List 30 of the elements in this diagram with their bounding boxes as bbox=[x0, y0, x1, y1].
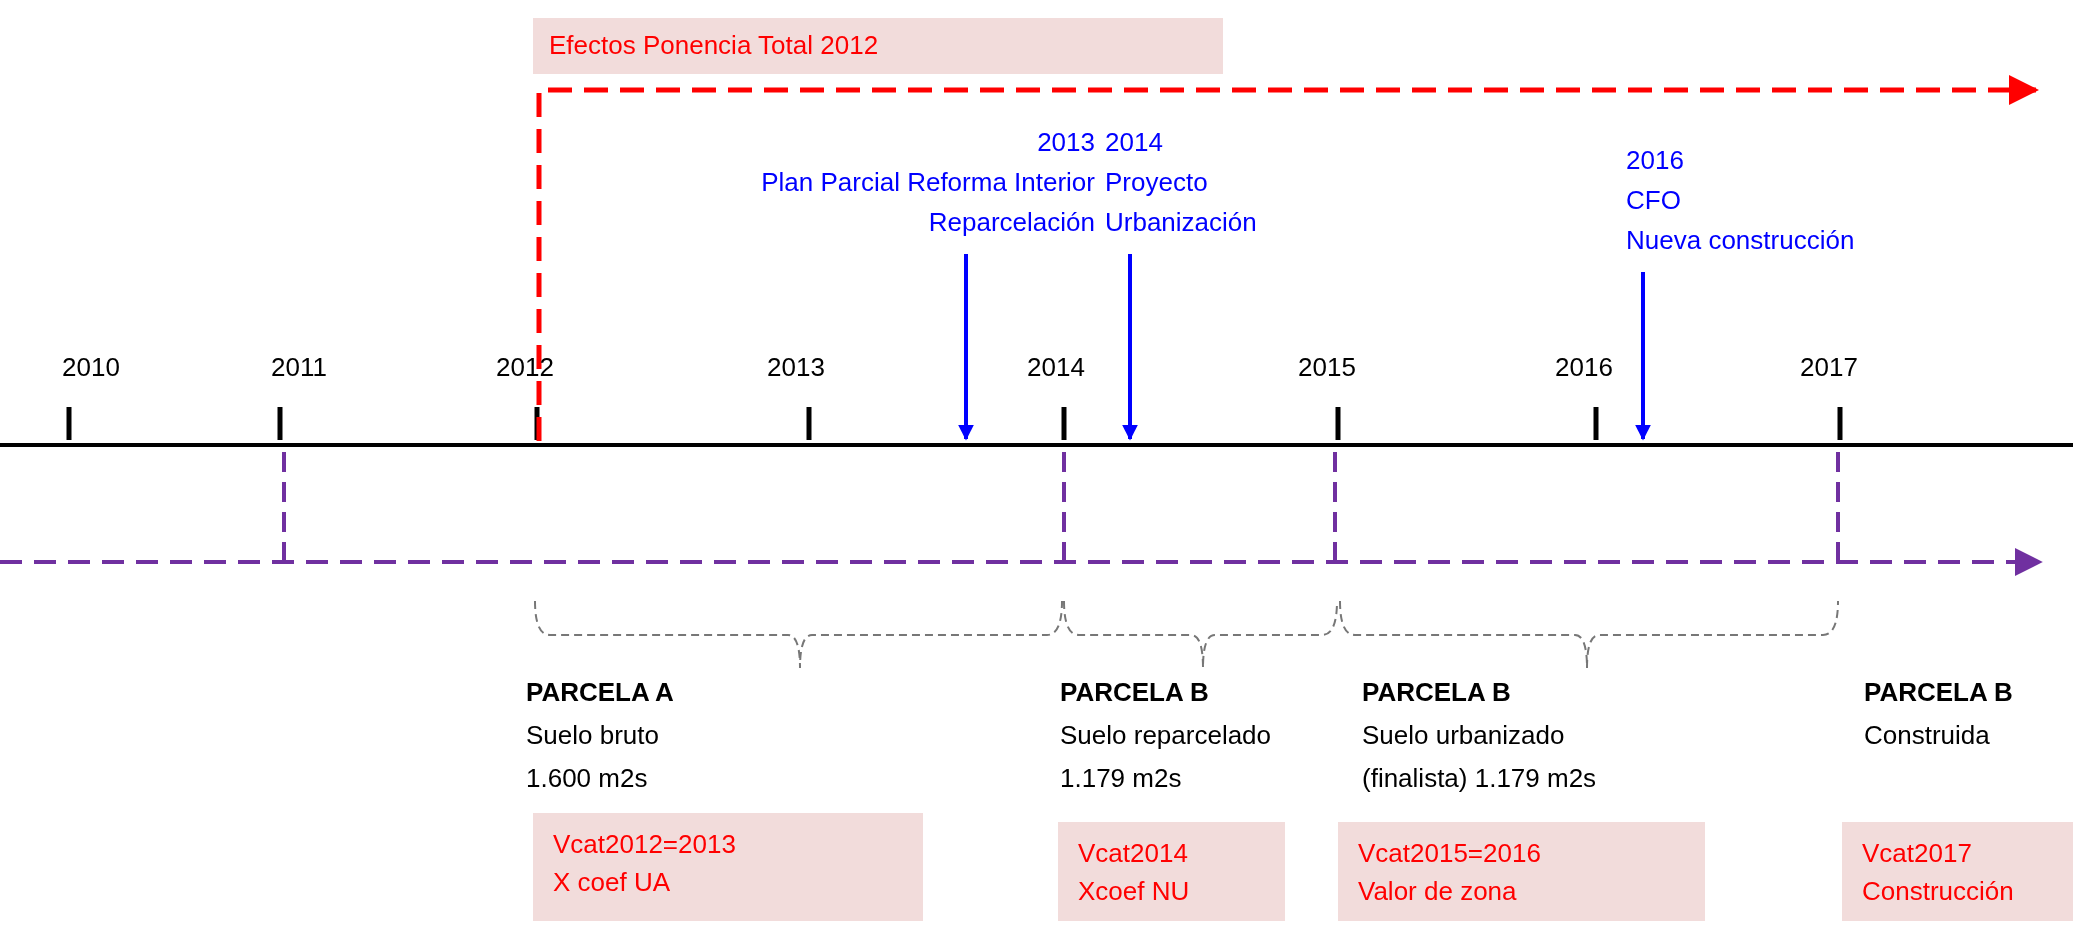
year-label: 2011 bbox=[271, 351, 327, 384]
year-label: 2014 bbox=[1027, 351, 1085, 384]
highlight-box: Vcat2015=2016 Valor de zona bbox=[1338, 822, 1705, 921]
highlight-box: Vcat2017 Construcción bbox=[1842, 822, 2073, 921]
milestone-text: 2014 Proyecto Urbanización bbox=[1105, 122, 1257, 242]
year-label: 2010 bbox=[62, 351, 120, 384]
parcel-description: (finalista) 1.179 m2s bbox=[1362, 762, 1597, 795]
arrow bbox=[958, 254, 974, 441]
parcel-heading: PARCELA B bbox=[1060, 676, 1209, 709]
parcel-heading: PARCELA B bbox=[1864, 676, 2013, 709]
highlight-box: Efectos Ponencia Total 2012 bbox=[533, 18, 1223, 74]
parcel-description: Construida bbox=[1864, 719, 1990, 752]
parcel-description: Suelo bruto bbox=[526, 719, 659, 752]
parcel-heading: PARCELA B bbox=[1362, 676, 1511, 709]
highlight-box: Vcat2012=2013 X coef UA bbox=[533, 813, 923, 921]
parcel-description: Suelo reparcelado bbox=[1060, 719, 1272, 752]
arrow bbox=[1635, 272, 1651, 441]
milestone-text: 2016 CFO Nueva construcción bbox=[1626, 140, 1855, 260]
arrow bbox=[1122, 254, 1138, 441]
parcel-heading: PARCELA A bbox=[526, 676, 674, 709]
highlight-box: Vcat2014 Xcoef NU bbox=[1058, 822, 1285, 921]
parcel-description: 1.600 m2s bbox=[526, 762, 648, 795]
year-label: 2015 bbox=[1298, 351, 1356, 384]
milestone-text: 2013 Plan Parcial Reforma Interior Reparcelación bbox=[761, 122, 1095, 242]
year-label: 2016 bbox=[1555, 351, 1613, 384]
year-label: 2012 bbox=[496, 351, 554, 384]
parcel-description: Suelo urbanizado bbox=[1362, 719, 1565, 752]
parcel-description: 1.179 m2s bbox=[1060, 762, 1182, 795]
year-label: 2017 bbox=[1800, 351, 1858, 384]
year-label: 2013 bbox=[767, 351, 825, 384]
